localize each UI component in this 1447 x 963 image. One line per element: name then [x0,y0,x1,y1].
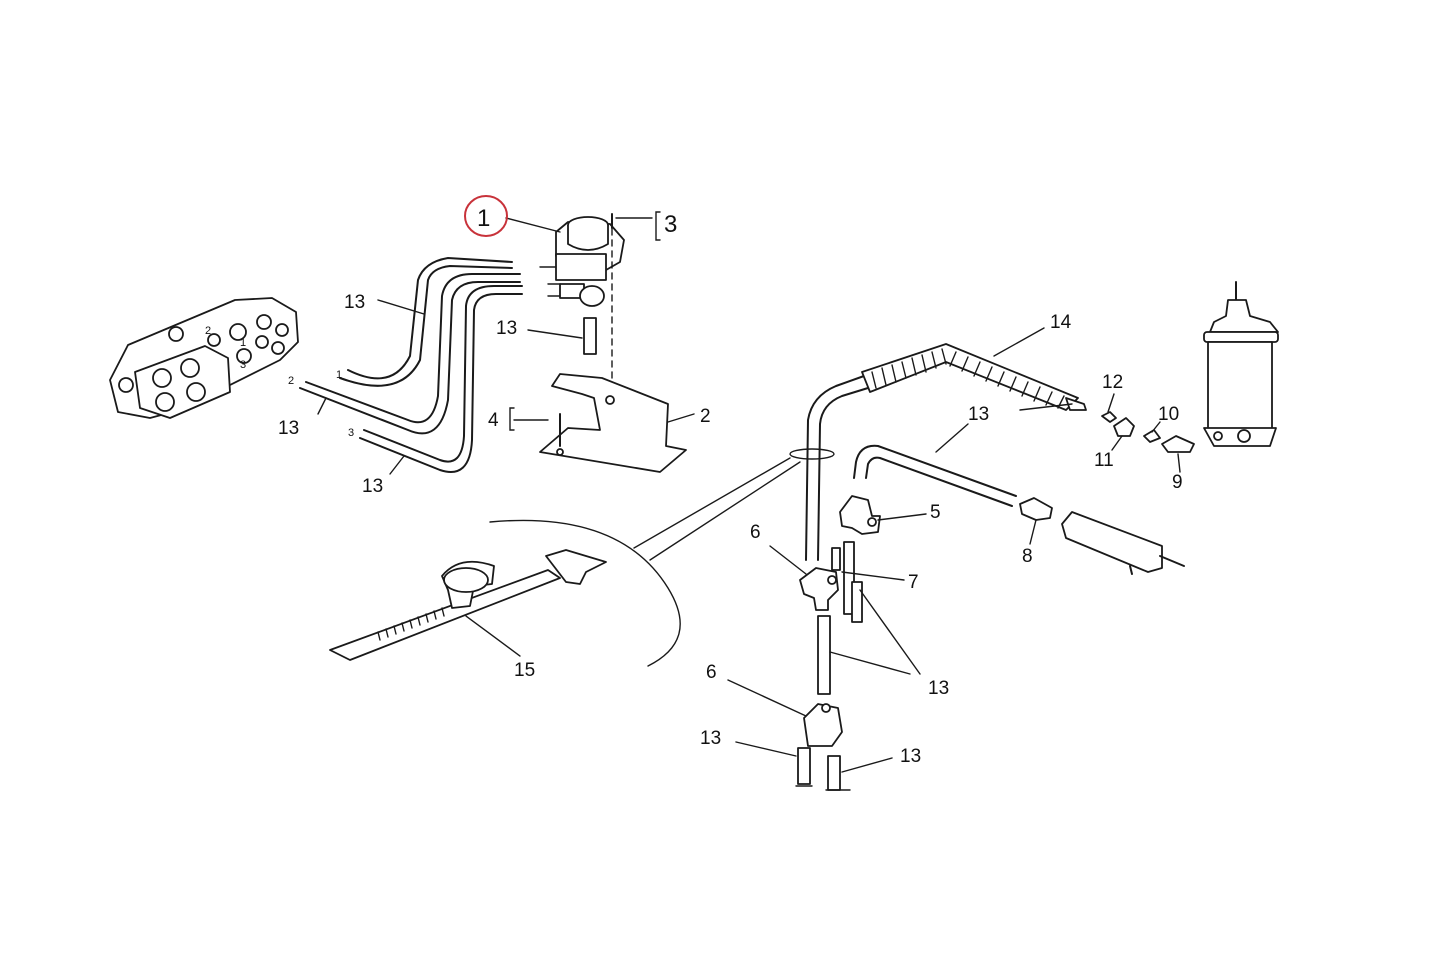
leader-lines [317,211,1181,773]
callout-14: 14 [1050,312,1072,333]
callout-4: 4 [488,410,499,431]
mounting-bracket [539,373,687,473]
hose-bundle [299,257,523,473]
nut-11 [1113,417,1135,437]
callout-3: 3 [664,211,677,238]
callout-6-upper: 6 [750,522,761,543]
hose-mark-2: 2 [288,375,294,387]
tee-fitting-6-lower [803,703,843,747]
callout-11: 11 [1094,450,1114,471]
callout-13-bottom-left: 13 [700,728,721,749]
callout-13-hoses: 13 [344,292,365,313]
cable-tie-detail [329,519,681,667]
callout-13-right-pipe: 13 [968,404,989,425]
callout-13-hose-3: 13 [362,476,383,497]
sleeve-10 [1143,429,1161,443]
callout-7: 7 [908,572,919,593]
callout-13-valve-tube: 13 [496,318,517,339]
corrugated-sleeve-ribs [871,348,1065,409]
block-port-mark-2: 2 [205,325,211,337]
callout-2: 2 [700,406,711,427]
coupling-8 [1019,497,1053,521]
callout-9: 9 [1172,472,1183,493]
callout-13-vertical: 13 [928,678,949,699]
callout-13-bottom-right: 13 [900,746,921,767]
outer-sleeve [1061,511,1185,575]
detail-leader-a [633,457,791,549]
pipe-routing [789,343,1087,791]
solenoid-valve [539,216,625,307]
elbow-9 [1161,435,1195,453]
highlight-circle [464,195,508,237]
detail-leader-b [649,461,801,561]
connector-7 [831,547,841,571]
nut-12 [1101,411,1117,423]
callout-10: 10 [1158,404,1179,425]
callout-5: 5 [930,502,941,523]
callout-15: 15 [514,660,535,681]
callout-12: 12 [1102,372,1123,393]
valve-tube [583,317,597,355]
callout-6-lower: 6 [706,662,717,683]
actuator-cylinder [1203,281,1279,447]
tee-fitting-5 [839,495,881,535]
callout-13-hose-2: 13 [278,418,299,439]
callout-1: 1 [477,205,490,232]
hose-mark-1: 1 [336,369,342,381]
callout-8: 8 [1022,546,1033,567]
block-port-mark-3: 3 [240,359,246,371]
tee-fitting-6-upper [799,567,839,611]
hose-mark-3: 3 [348,427,354,439]
distribution-block: 2 1 3 [109,297,299,419]
cable-tie-teeth [377,607,445,641]
block-port-mark-1: 1 [240,337,246,349]
